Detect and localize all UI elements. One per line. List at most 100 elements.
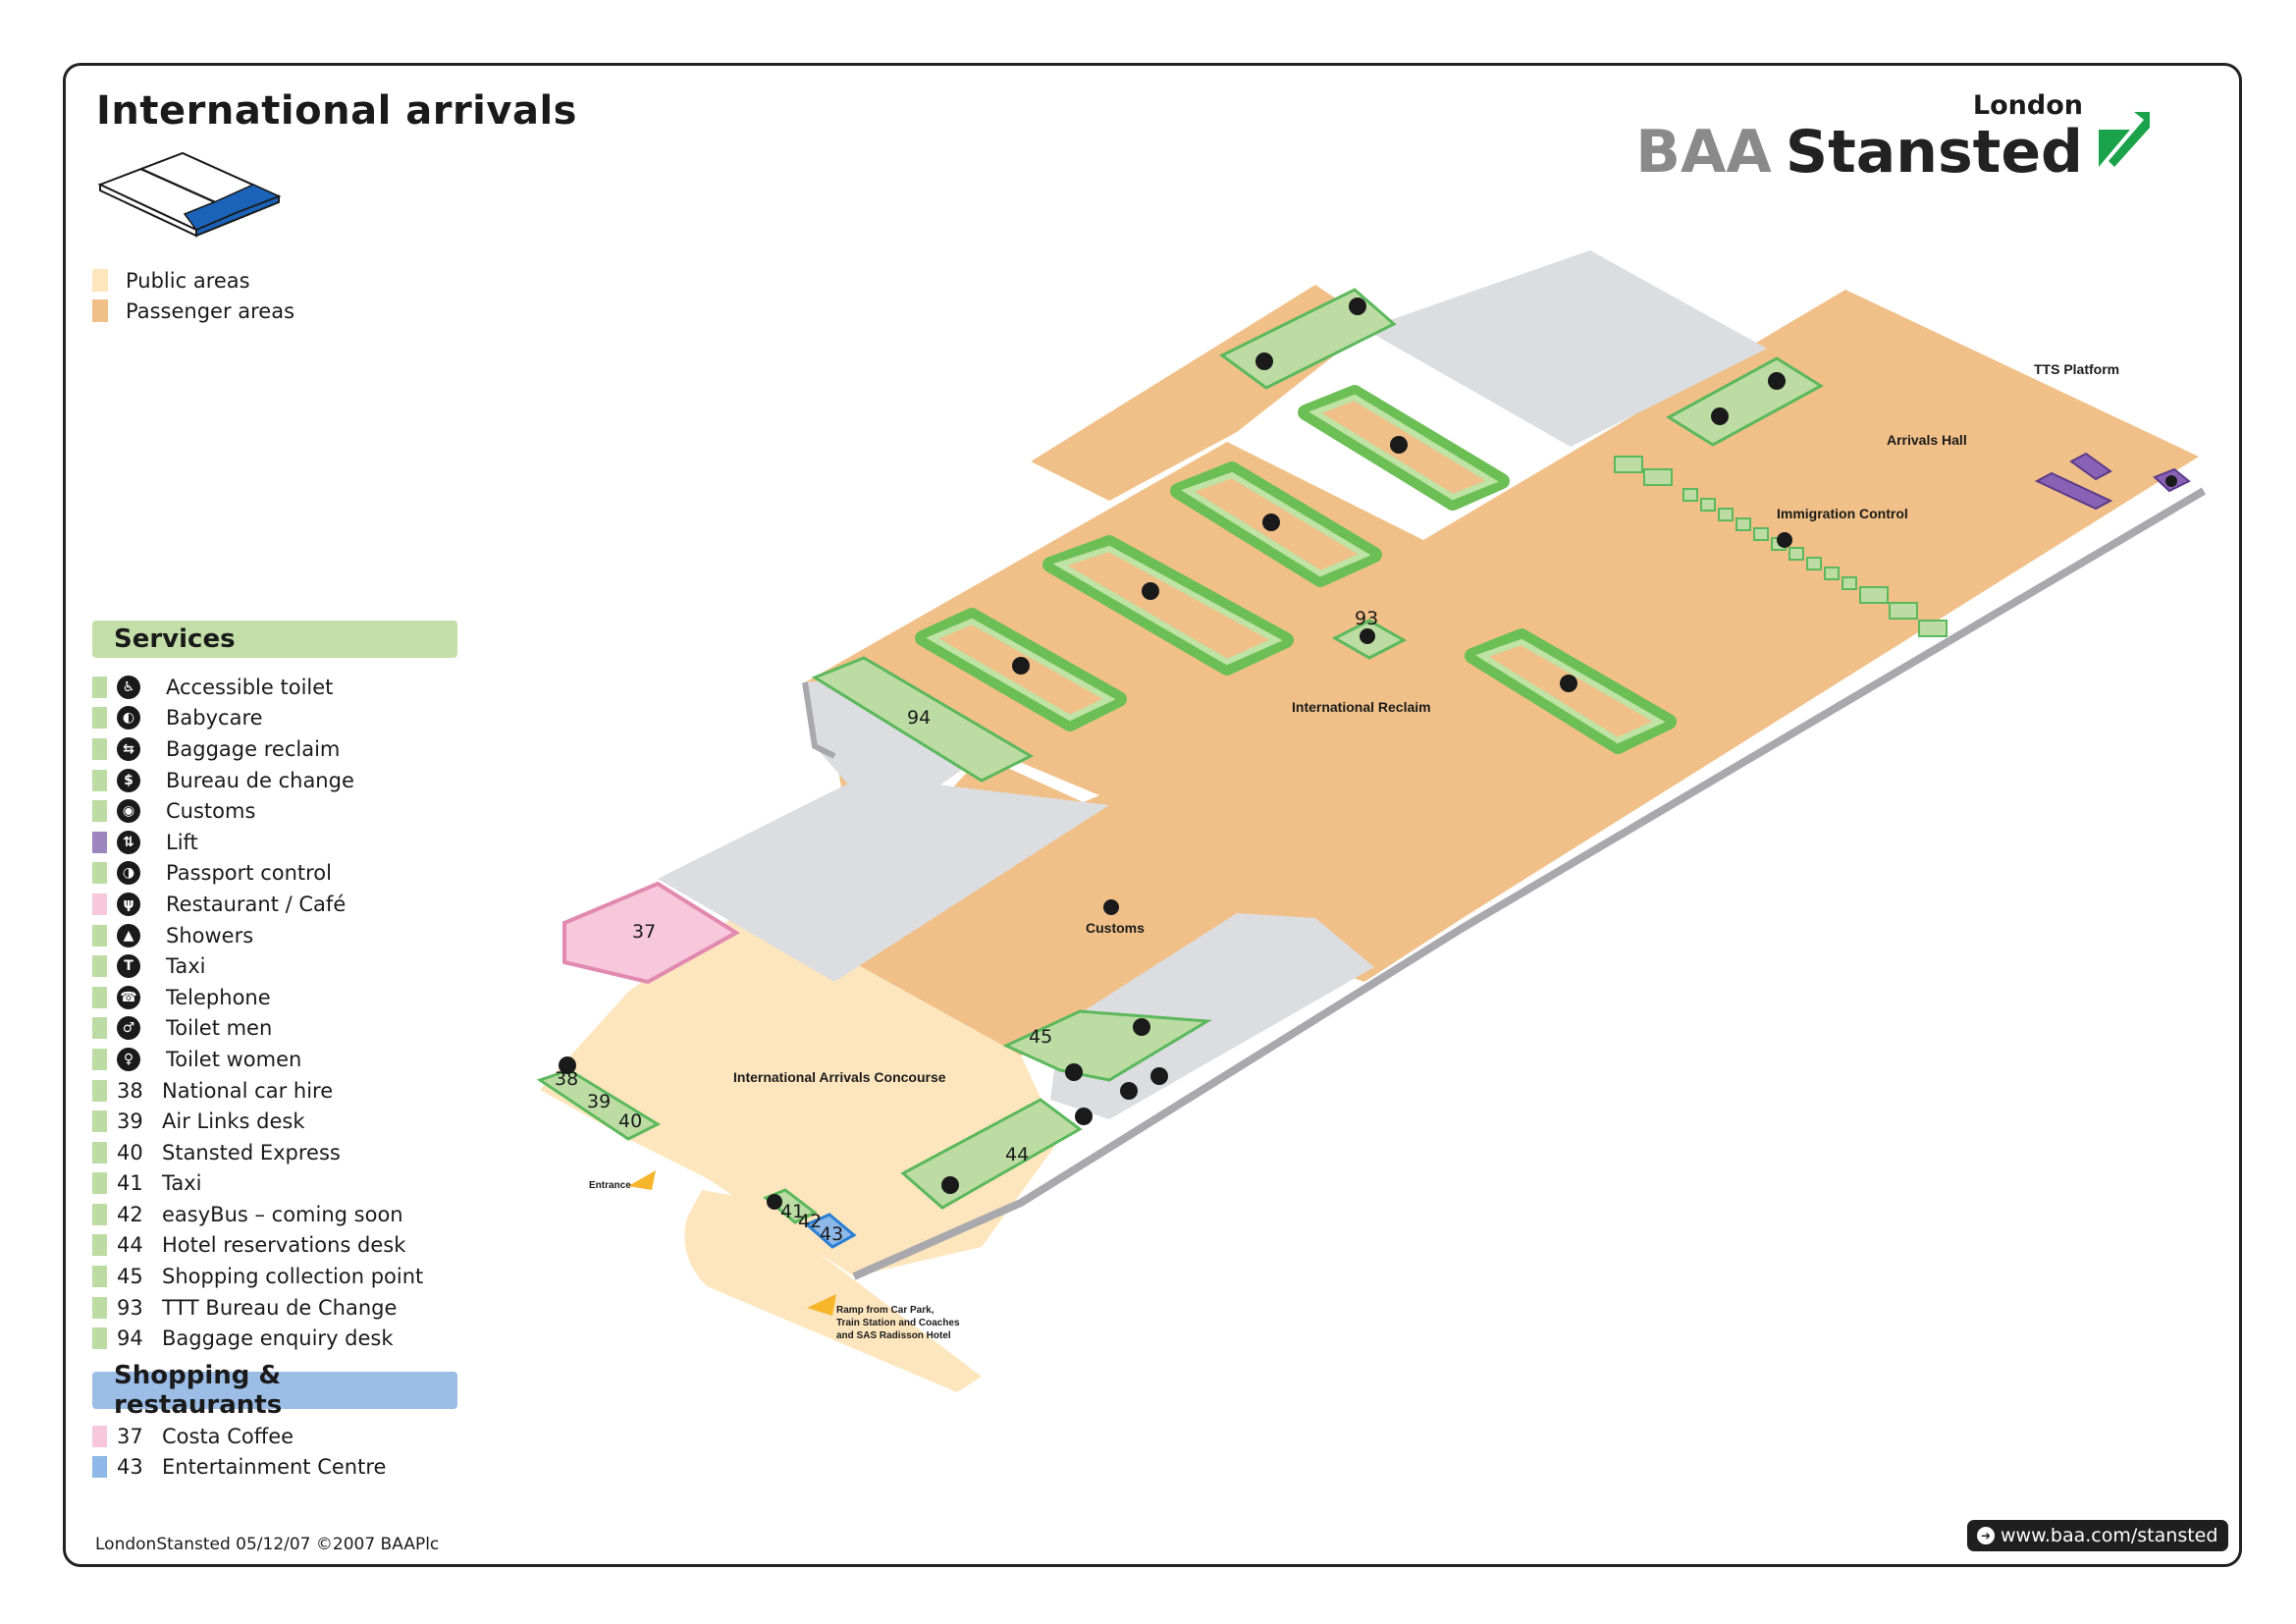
page-title: International arrivals	[96, 88, 577, 134]
item-number: 43	[117, 1455, 143, 1480]
customs-icon: ◉	[117, 799, 140, 824]
item-number: 45	[117, 1265, 143, 1289]
carousel-1	[1298, 385, 1510, 511]
item-number: 40	[117, 1140, 143, 1164]
unit-93-label: 93	[1355, 608, 1378, 629]
item-label: Toilet women	[166, 1047, 302, 1071]
baggage-reclaim-icon: ⇆	[117, 736, 140, 761]
item-label: Passport control	[166, 861, 332, 886]
toilet-women-icon	[1711, 407, 1729, 425]
list-item: ♀ Toilet women	[92, 1044, 423, 1075]
floor-edge-west	[802, 681, 836, 759]
unit-41-label: 41	[780, 1201, 804, 1222]
entrance-label: Entrance	[589, 1180, 631, 1191]
customs-icon	[1103, 899, 1119, 915]
list-item: ▲Showers	[92, 920, 423, 951]
immigration-control-label: Immigration Control	[1777, 506, 1908, 521]
accessible-toilet-icon: ♿	[117, 675, 140, 699]
brand-city: London	[1972, 90, 2083, 121]
item-number: 94	[117, 1326, 143, 1351]
baggage-carousels	[915, 385, 1677, 754]
stansted-arrow-icon	[2099, 112, 2150, 167]
immigration-desks	[1614, 456, 1948, 637]
unit-44-label: 44	[1005, 1144, 1029, 1165]
item-label: Lift	[166, 830, 198, 854]
desk-45	[1002, 1009, 1212, 1082]
lift-icon: ⇅	[117, 830, 140, 854]
unit-40-label: 40	[618, 1110, 642, 1132]
passenger-swatch	[92, 299, 108, 322]
grey-block-north	[1364, 250, 1767, 447]
list-item: ♂Toilet men	[92, 1013, 423, 1045]
unit-45-label: 45	[1029, 1026, 1052, 1048]
unit-38-label: 38	[555, 1068, 578, 1090]
tts-platform-label: TTS Platform	[2034, 361, 2119, 377]
item-label: Baggage enquiry desk	[162, 1326, 394, 1351]
baggage-reclaim-icon	[1012, 657, 1030, 675]
telephone-icon	[767, 1194, 782, 1210]
map-frame	[63, 63, 2242, 1567]
unit-37-label: 37	[632, 921, 656, 943]
list-item: T Taxi	[92, 950, 423, 982]
passport-control-icon: ◑	[117, 861, 140, 886]
item-number: 37	[117, 1424, 143, 1448]
item-label: Taxi	[166, 954, 206, 979]
taxi-icon: T	[117, 954, 140, 979]
unit-39-label: 39	[587, 1091, 611, 1112]
legend-label: Passenger areas	[126, 298, 295, 323]
unit-94-label: 94	[907, 707, 931, 729]
toilet-women-icon: ♀	[117, 1047, 140, 1071]
ramp-label-line1: Ramp from Car Park,	[836, 1305, 934, 1316]
showers-icon: ▲	[117, 923, 140, 947]
carousel-3	[1042, 535, 1294, 676]
legend-passenger-areas: Passenger areas	[92, 296, 294, 326]
arrow-right-icon: ➜	[1977, 1527, 1995, 1544]
babycare-icon: ◐	[117, 706, 140, 731]
website-link[interactable]: ➜ www.baa.com/stansted	[1967, 1520, 2228, 1551]
item-number: 39	[117, 1110, 143, 1134]
passport-control-icon	[1777, 532, 1792, 548]
item-label: Stansted Express	[162, 1140, 341, 1164]
item-label: Customs	[166, 799, 256, 824]
list-item: ◑ Passport control	[92, 858, 423, 890]
list-item: 94 Baggage enquiry desk	[92, 1323, 423, 1354]
ramp-arrow	[807, 1294, 836, 1316]
item-number: 41	[117, 1171, 143, 1196]
item-label: easyBus – coming soon	[162, 1202, 403, 1226]
item-label: Bureau de change	[166, 768, 354, 792]
item-label: Hotel reservations desk	[162, 1233, 406, 1258]
item-number: 38	[117, 1078, 143, 1103]
floor-indicator-icon	[97, 151, 282, 238]
baggage-reclaim-icon	[1560, 675, 1577, 692]
bureau-de-change-icon: $	[117, 768, 140, 792]
grey-block-west	[658, 776, 1109, 982]
item-label: Toilet men	[166, 1016, 273, 1041]
list-item: 40 Stansted Express	[92, 1137, 423, 1168]
unit-43-label: 43	[820, 1223, 843, 1245]
toilet-men-icon	[1768, 372, 1786, 390]
item-label: Accessible toilet	[166, 675, 334, 699]
brand-stansted: Stansted	[1785, 118, 2083, 187]
carousel-4	[915, 608, 1127, 731]
restaurant-icon: ψ	[117, 892, 140, 916]
list-item: ⇆Baggage reclaim	[92, 733, 423, 765]
public-swatch	[92, 269, 108, 292]
international-reclaim-label: International Reclaim	[1292, 699, 1431, 715]
item-number: 44	[117, 1233, 143, 1258]
map-service-icons	[559, 298, 2177, 1210]
telephone-icon	[559, 1056, 576, 1074]
area-legend: Public areas Passenger areas	[92, 265, 294, 326]
telephone-icon: ☎	[117, 985, 140, 1009]
entertainment-43	[804, 1213, 857, 1249]
item-label: Entertainment Centre	[162, 1455, 387, 1480]
entrance-arrow	[628, 1170, 656, 1190]
